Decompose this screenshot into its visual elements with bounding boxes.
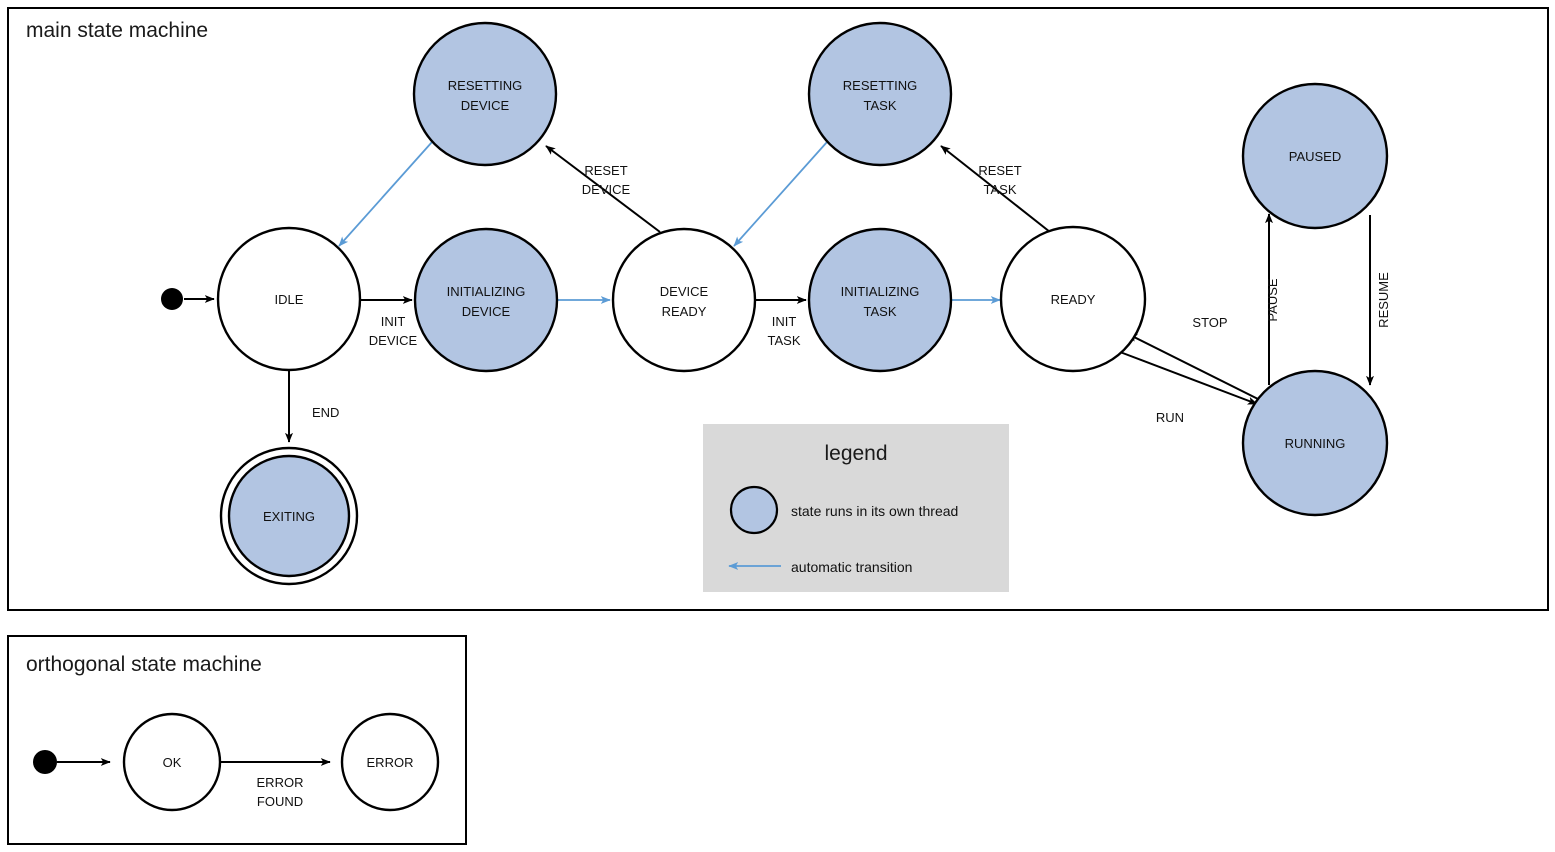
state-label-initializing-task-line2: TASK — [864, 304, 897, 319]
transition-paused-to-running: RESUME — [1366, 215, 1391, 386]
state-label-running: RUNNING — [1285, 436, 1346, 451]
state-device-ready[interactable]: DEVICE READY — [611, 227, 757, 373]
edge-label-stop: STOP — [1192, 315, 1227, 330]
transition-resetting-task-to-device-ready — [733, 141, 828, 247]
edge-label-error-found-line1: ERROR — [257, 775, 304, 790]
transition-running-to-paused: PAUSE — [1265, 213, 1280, 385]
state-resetting-device[interactable]: RESETTING DEVICE — [412, 21, 558, 167]
state-ok[interactable]: OK — [122, 712, 222, 812]
transition-ready-to-running: RUN — [1119, 351, 1258, 425]
legend-threaded-state-swatch-icon — [729, 485, 779, 535]
main-state-machine-title: main state machine — [26, 19, 208, 42]
legend-entry-threaded-state: state runs in its own thread — [729, 485, 958, 535]
state-label-error: ERROR — [367, 755, 414, 770]
state-label-initializing-device-line1: INITIALIZING — [447, 284, 526, 299]
edge-label-reset-device-line1: RESET — [584, 163, 627, 178]
transition-idle-to-initializing-device: INIT DEVICE — [360, 296, 418, 348]
state-label-exiting: EXITING — [263, 509, 315, 524]
state-initializing-task[interactable]: INITIALIZING TASK — [807, 227, 953, 373]
state-idle[interactable]: IDLE — [216, 226, 362, 372]
legend-title: legend — [824, 442, 887, 465]
state-ready[interactable]: READY — [999, 225, 1147, 373]
state-label-resetting-task-line1: RESETTING — [843, 78, 917, 93]
orthogonal-state-machine-title: orthogonal state machine — [26, 653, 262, 676]
transition-idle-to-exiting: END — [285, 370, 339, 443]
state-label-device-ready-line1: DEVICE — [660, 284, 709, 299]
edge-label-run: RUN — [1156, 410, 1184, 425]
legend-threaded-state-text: state runs in its own thread — [791, 503, 958, 519]
state-exiting[interactable]: EXITING — [219, 446, 359, 586]
state-label-paused: PAUSED — [1289, 149, 1342, 164]
edge-label-pause: PAUSE — [1265, 278, 1280, 321]
edge-label-end: END — [312, 405, 339, 420]
transition-running-to-ready: STOP — [1127, 315, 1259, 400]
state-initializing-device[interactable]: INITIALIZING DEVICE — [413, 227, 559, 373]
transition-ready-to-resetting-task: RESET TASK — [940, 145, 1051, 233]
edge-label-init-task-line2: TASK — [768, 333, 801, 348]
state-label-resetting-device-line1: RESETTING — [448, 78, 522, 93]
state-label-idle: IDLE — [275, 292, 304, 307]
state-label-resetting-device-line2: DEVICE — [461, 98, 510, 113]
state-error[interactable]: ERROR — [340, 712, 440, 812]
transition-device-ready-to-initializing-task: INIT TASK — [755, 296, 807, 348]
state-label-device-ready-line2: READY — [662, 304, 707, 319]
edge-label-init-task-line1: INIT — [772, 314, 797, 329]
legend-entry-automatic-transition: automatic transition — [728, 559, 912, 575]
state-label-ready: READY — [1051, 292, 1096, 307]
initial-pseudostate-main — [161, 288, 183, 310]
edge-label-reset-device-line2: DEVICE — [582, 182, 631, 197]
edge-label-init-device-line2: DEVICE — [369, 333, 418, 348]
legend: legend state runs in its own thread auto… — [703, 424, 1009, 592]
edge-label-reset-task-line1: RESET — [978, 163, 1021, 178]
edge-label-reset-task-line2: TASK — [984, 182, 1017, 197]
edge-label-resume: RESUME — [1376, 272, 1391, 328]
transition-device-ready-to-resetting-device: RESET DEVICE — [545, 145, 661, 233]
edge-label-init-device-line1: INIT — [381, 314, 406, 329]
state-resetting-task[interactable]: RESETTING TASK — [807, 21, 953, 167]
state-label-ok: OK — [163, 755, 182, 770]
state-running[interactable]: RUNNING — [1241, 369, 1389, 517]
edge-label-error-found-line2: FOUND — [257, 794, 303, 809]
state-label-resetting-task-line2: TASK — [864, 98, 897, 113]
state-paused[interactable]: PAUSED — [1241, 82, 1389, 230]
state-label-initializing-task-line1: INITIALIZING — [841, 284, 920, 299]
transition-ok-to-error: ERROR FOUND — [221, 758, 331, 809]
legend-automatic-transition-text: automatic transition — [791, 559, 912, 575]
state-label-initializing-device-line2: DEVICE — [462, 304, 511, 319]
transition-resetting-device-to-idle — [338, 141, 433, 247]
initial-pseudostate-orthogonal — [33, 750, 57, 774]
